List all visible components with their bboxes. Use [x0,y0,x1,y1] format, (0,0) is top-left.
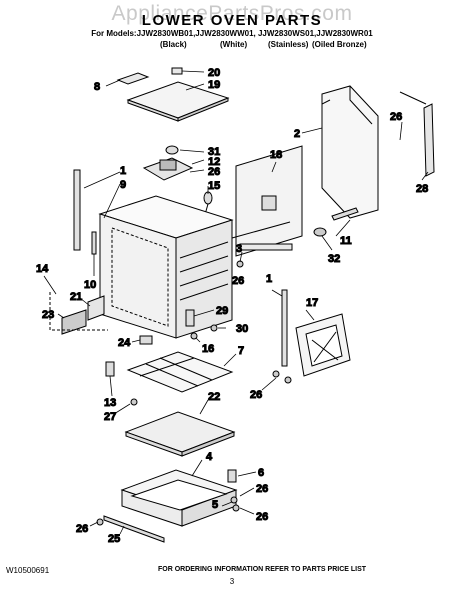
part-oven-cavity [98,195,234,339]
callout-29: 29 [216,305,228,317]
callout-14: 14 [36,263,49,275]
part-drawer-base [120,469,238,527]
callout-25: 25 [108,533,120,545]
callout-9: 9 [120,179,126,191]
callout-32: 32 [328,253,340,265]
callout-13: 13 [104,397,116,409]
callout-1-b: 1 [266,273,272,285]
part-side-rail-left [73,169,97,255]
part-element-assembly [142,145,213,219]
part-fasteners-cluster [185,260,244,340]
callout-31: 31 [208,146,220,158]
callout-20: 20 [208,67,220,79]
callout-22: 22 [208,391,220,403]
part-clip-24 [139,335,153,345]
finish-oiled-bronze: (Oiled Bronze) [312,40,367,49]
finish-black: (Black) [160,40,187,49]
callout-16: 16 [202,343,214,355]
part-side-bracket-28 [399,91,435,177]
callout-24: 24 [118,337,131,349]
callout-1-a: 1 [120,165,126,177]
callout-5: 5 [212,499,218,511]
finish-white: (White) [220,40,248,49]
part-sensor-32 [313,227,327,237]
callout-26-c: 26 [232,275,244,287]
callout-27: 27 [104,411,116,423]
part-bracket-8 [116,72,150,85]
part-back-panel [231,145,303,257]
part-insulation-cover [321,85,379,219]
page-title: LOWER OVEN PARTS [141,12,323,29]
callout-4: 4 [206,451,213,463]
models-line: For Models:JJW2830WB01,JJW2830WW01, JJW2… [91,29,373,38]
part-slide-rail [103,515,165,543]
leader-lines [43,70,429,535]
part-door-frame [272,313,351,384]
callout-10: 10 [84,279,96,291]
callout-26-a: 26 [390,111,402,123]
part-clip-20 [171,67,183,75]
callout-7: 7 [238,345,244,357]
callout-18: 18 [270,149,282,161]
callout-15: 15 [208,180,220,192]
callout-26-e: 26 [256,483,268,495]
part-side-rail-right [281,289,288,367]
callout-28: 28 [416,183,428,195]
callout-8: 8 [94,81,100,93]
finish-stainless: (Stainless) [268,40,309,49]
callout-26-f: 26 [256,511,268,523]
part-drawer-fittings [96,469,240,526]
callout-6: 6 [258,467,264,479]
callout-3: 3 [236,243,242,255]
callout-26-g: 26 [76,523,88,535]
callout-17: 17 [306,297,318,309]
callout-26-b: 26 [208,166,220,178]
callout-26-d: 26 [250,389,262,401]
doc-number: W10500691 [6,566,50,575]
part-tray [124,411,236,457]
callout-21: 21 [70,291,82,303]
ordering-note: FOR ORDERING INFORMATION REFER TO PARTS … [157,566,367,573]
callout-12: 12 [208,156,220,168]
part-strip-11 [331,207,359,221]
callout-23: 23 [42,309,54,321]
callout-30: 30 [236,323,248,335]
part-top-plate [126,81,230,122]
watermark: AppliancePartsPros.com [111,2,353,25]
page-number: 3 [229,577,235,586]
callout-11: 11 [340,235,352,247]
part-rack [126,351,234,393]
callout-2: 2 [294,128,300,140]
callout-19: 19 [208,79,220,91]
part-control-pieces [49,292,108,335]
